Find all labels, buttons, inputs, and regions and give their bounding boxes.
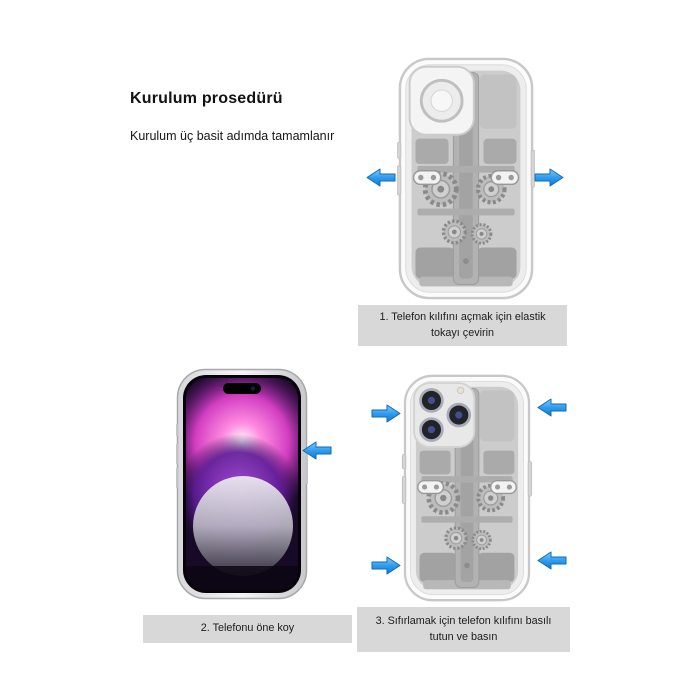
page-title: Kurulum prosedürü — [130, 90, 283, 107]
step2-caption: 2. Telefonu öne koy — [143, 615, 352, 643]
step3-arrow-bottom-left-icon — [371, 556, 401, 575]
step1-caption: 1. Telefon kılıfını açmak için elastik t… — [358, 305, 567, 346]
step2-arrow-icon — [302, 441, 332, 460]
step2-phone-illustration — [176, 368, 308, 600]
step3-case-on-phone-illustration — [398, 374, 536, 602]
step3-arrow-bottom-right-icon — [537, 551, 567, 570]
step3-arrow-top-left-icon — [371, 404, 401, 423]
step3-caption: 3. Sıfırlamak için telefon kılıfını bası… — [357, 607, 570, 652]
step3-arrow-top-right-icon — [537, 398, 567, 417]
step1-arrow-right-icon — [534, 168, 564, 187]
step1-case-back-illustration — [397, 57, 535, 300]
step1-arrow-left-icon — [366, 168, 396, 187]
page-subtitle: Kurulum üç basit adımda tamamlanır — [130, 129, 335, 143]
